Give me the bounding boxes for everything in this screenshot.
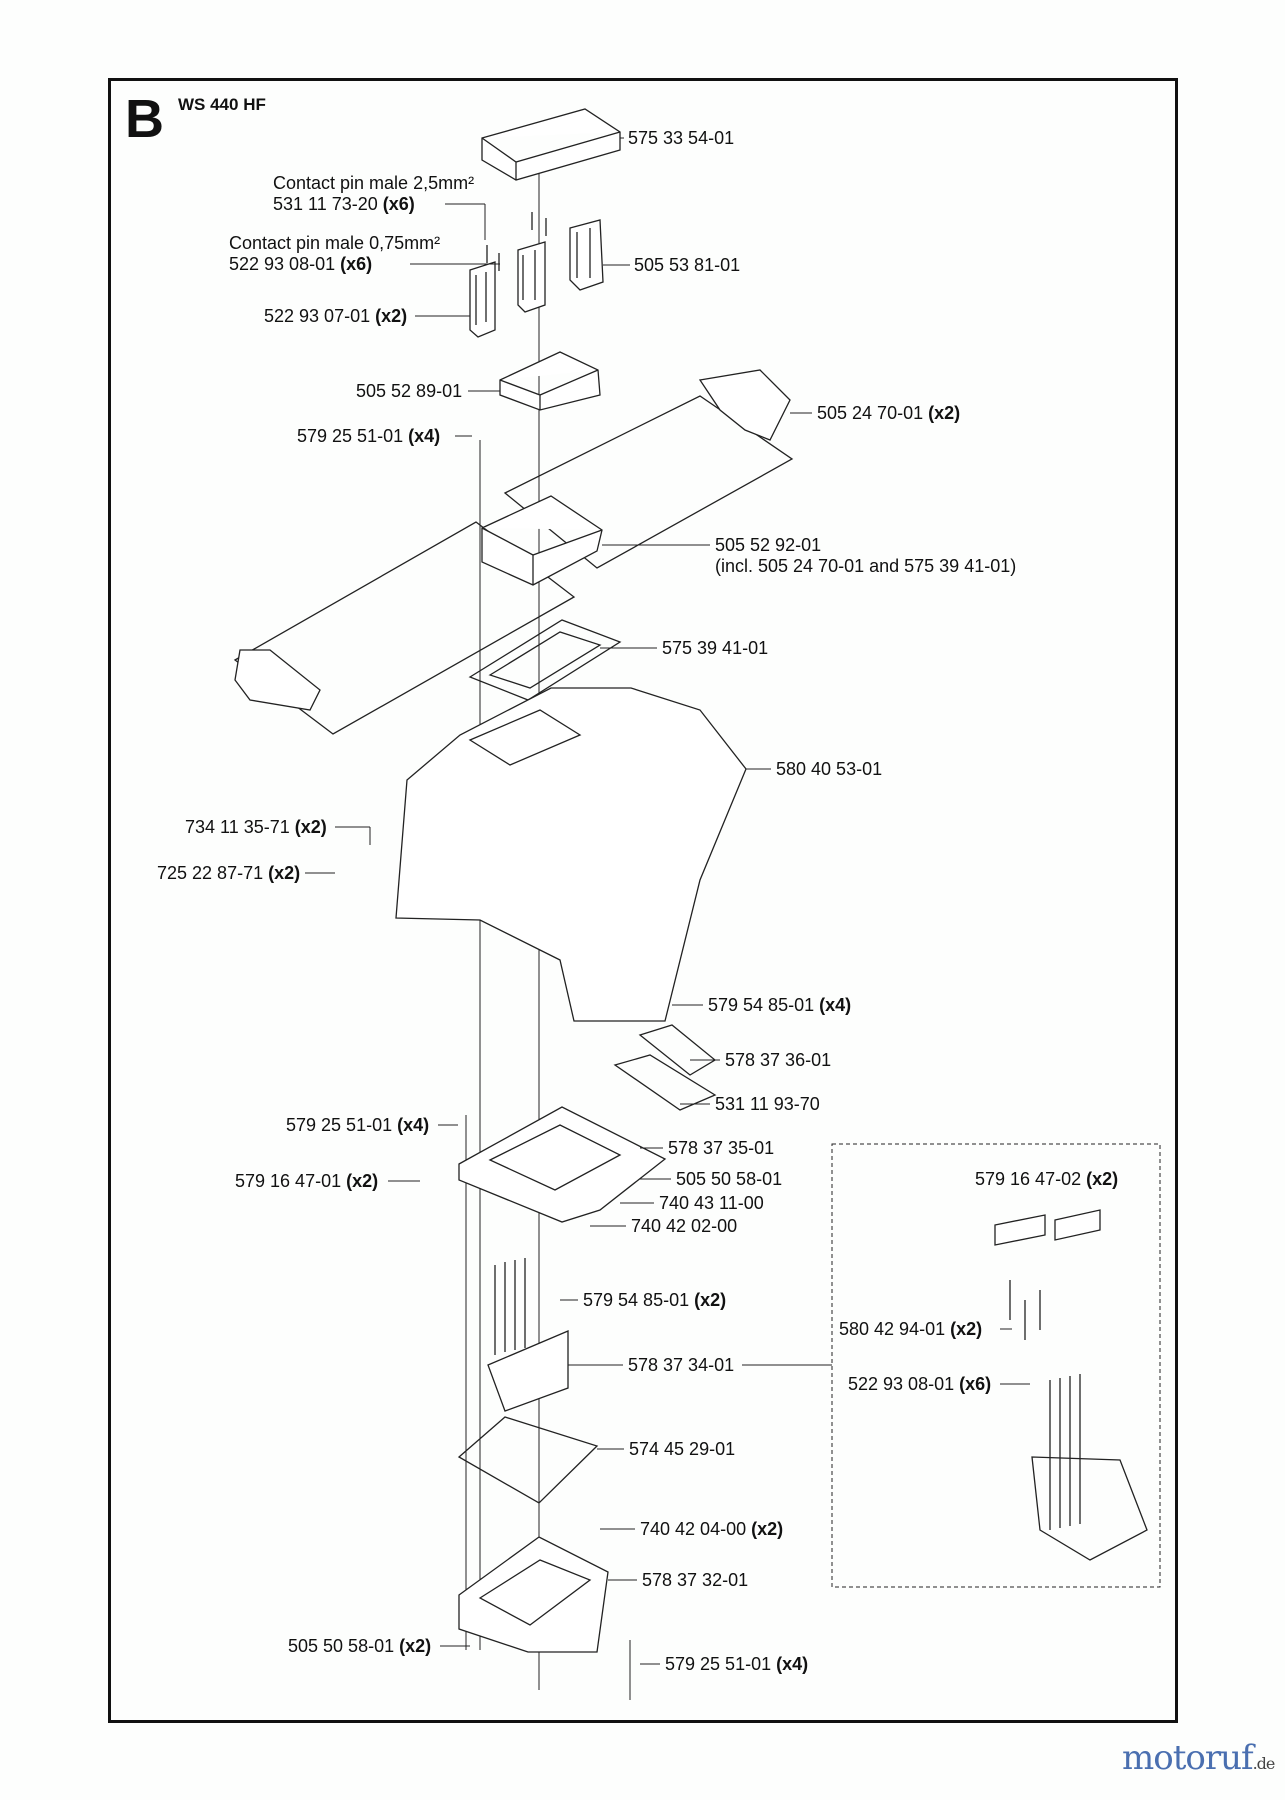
callout-label: 578 37 32-01 xyxy=(642,1570,749,1590)
diagram-frame xyxy=(108,78,1178,1723)
cover-575-33-54 xyxy=(481,108,621,181)
bottom-578-37-32 xyxy=(458,1536,609,1653)
callout-label: 579 25 51-01 (x4) xyxy=(665,1654,809,1674)
callout-label: 505 24 70-01 (x2) xyxy=(817,403,961,423)
callout-label: 579 16 47-02 (x2) xyxy=(975,1169,1119,1189)
leader-lines xyxy=(305,137,1030,1665)
hinge-clip xyxy=(698,369,791,441)
contact-pins xyxy=(486,212,547,271)
connector-insert xyxy=(517,241,546,313)
housing-505-52-92 xyxy=(481,495,603,586)
inset-plate xyxy=(1031,1456,1148,1561)
inset-pins xyxy=(1009,1280,1081,1530)
base-578-37-35 xyxy=(458,1106,667,1223)
model-title: WS 440 HF xyxy=(178,95,266,114)
cover-plate-578-37-36 xyxy=(638,1024,717,1076)
callout-label: 734 11 35-71 (x2) xyxy=(185,817,327,837)
connector-insert xyxy=(469,261,496,338)
callout-label: 740 43 11-00 xyxy=(659,1193,764,1213)
inset-terminal-blocks xyxy=(994,1209,1101,1246)
callout-label: 578 37 36-01 xyxy=(725,1050,832,1070)
detail-inset-box xyxy=(831,1143,1161,1588)
section-letter: B xyxy=(125,89,164,149)
hinge-clip xyxy=(234,649,321,711)
plate-left xyxy=(233,521,576,735)
callout-label: 578 37 34-01 xyxy=(628,1355,735,1375)
gasket-531-11-93 xyxy=(613,1054,717,1111)
callout-label: 522 93 08-01 (x6) xyxy=(848,1374,992,1394)
callout-label: 574 45 29-01 xyxy=(629,1439,736,1459)
watermark-logo: motoruf.de xyxy=(1122,1738,1275,1778)
callout-label: 505 52 89-01 xyxy=(356,381,463,401)
hood-580-40-53 xyxy=(395,687,747,1022)
callout-label: 575 33 54-01 xyxy=(628,128,735,148)
plate-578-37-34 xyxy=(487,1330,569,1412)
callout-label: 578 37 35-01 xyxy=(668,1138,775,1158)
callout-label: 505 53 81-01 xyxy=(634,255,741,275)
callout-label: 579 54 85-01 (x4) xyxy=(708,995,852,1015)
callout-label: 575 39 41-01 xyxy=(662,638,769,658)
frame-505-52-89 xyxy=(499,351,601,411)
callout-label: 725 22 87-71 (x2) xyxy=(157,863,301,883)
gasket-575-39-41 xyxy=(468,619,622,701)
callout-label: 740 42 04-00 (x2) xyxy=(640,1519,784,1539)
gasket-574-45-29 xyxy=(457,1416,599,1504)
callout-label: 505 50 58-01 xyxy=(676,1169,783,1189)
callout-label: 522 93 07-01 (x2) xyxy=(264,306,408,326)
callout-label: 505 52 92-01(incl. 505 24 70-01 and 575 … xyxy=(715,535,1017,576)
callout-label: 579 16 47-01 (x2) xyxy=(235,1171,379,1191)
callout-label: 579 54 85-01 (x2) xyxy=(583,1290,727,1310)
callout-label: 579 25 51-01 (x4) xyxy=(286,1115,430,1135)
callout-label: 740 42 02-00 xyxy=(631,1216,738,1236)
callout-label: 580 42 94-01 (x2) xyxy=(839,1319,983,1339)
callout-label: 580 40 53-01 xyxy=(776,759,883,779)
callout-label: 505 50 58-01 (x2) xyxy=(288,1636,432,1656)
pin-bundle xyxy=(494,1258,526,1355)
callout-label: 531 11 93-70 xyxy=(715,1094,820,1114)
callout-label: 579 25 51-01 (x4) xyxy=(297,426,441,446)
connector-insert xyxy=(569,219,604,291)
hood-opening xyxy=(468,709,582,766)
